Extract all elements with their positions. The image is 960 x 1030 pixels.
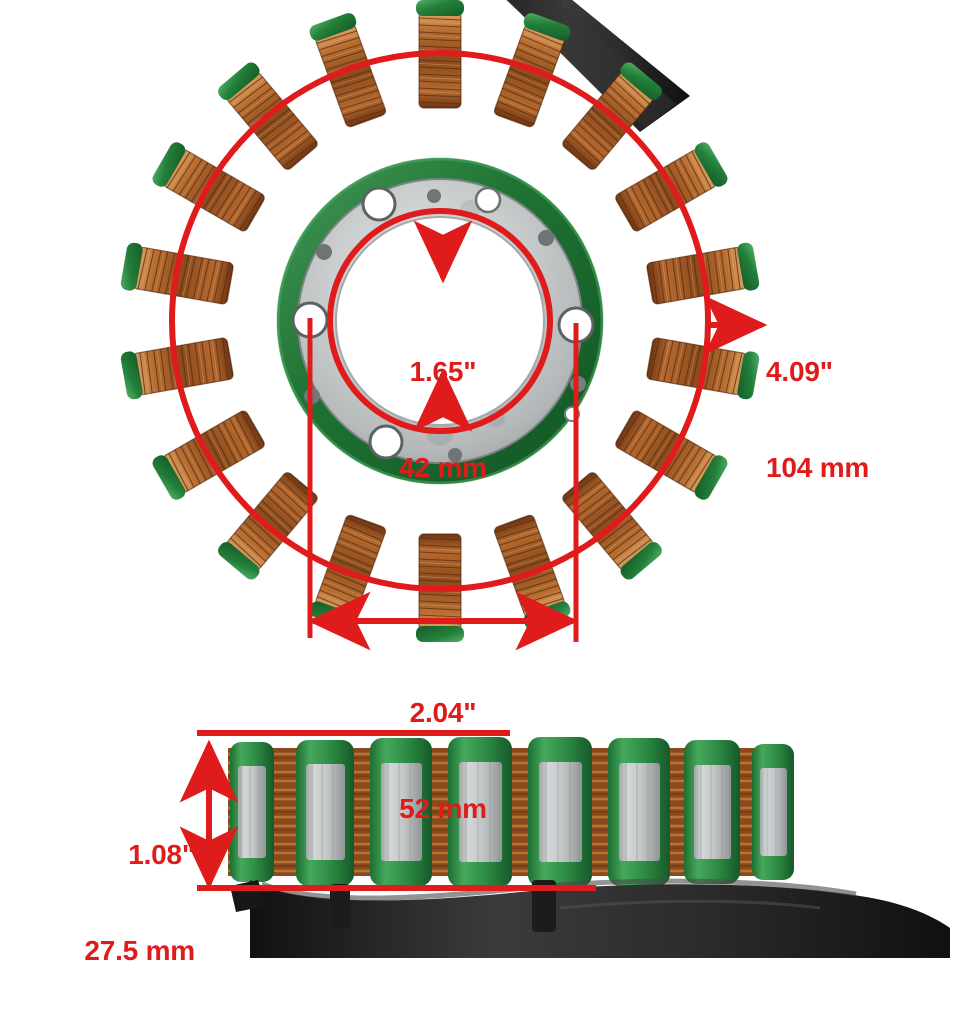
bolt-circle-label: 2.04" 52 mm bbox=[343, 633, 543, 888]
outer-diameter-label: 4.09" 104 mm bbox=[766, 292, 956, 547]
inner-diameter-imperial: 1.65" bbox=[409, 355, 477, 387]
side-view-pole-blocks bbox=[228, 737, 794, 887]
outer-diameter-imperial: 4.09" bbox=[766, 355, 833, 387]
bolt-circle-metric: 52 mm bbox=[399, 792, 487, 824]
stack-height-imperial: 1.08" bbox=[128, 838, 195, 870]
inner-diameter-label: 1.65" 42 mm bbox=[343, 292, 543, 547]
stator-top-view-photo bbox=[119, 0, 761, 643]
inner-diameter-metric: 42 mm bbox=[399, 451, 487, 483]
diagram-canvas: 1.65" 42 mm 4.09" 104 mm 2.04" 52 mm 1.0… bbox=[84, 0, 956, 966]
stator-side-view-photo bbox=[228, 737, 950, 958]
stack-height-metric: 27.5 mm bbox=[84, 934, 195, 966]
stack-height-label: 1.08" 27.5 mm bbox=[30, 775, 195, 1030]
dimension-annotations bbox=[169, 50, 768, 891]
mounting-holes bbox=[291, 186, 595, 460]
outer-diameter-metric: 104 mm bbox=[766, 451, 870, 483]
bolt-circle-imperial: 2.04" bbox=[409, 696, 477, 728]
